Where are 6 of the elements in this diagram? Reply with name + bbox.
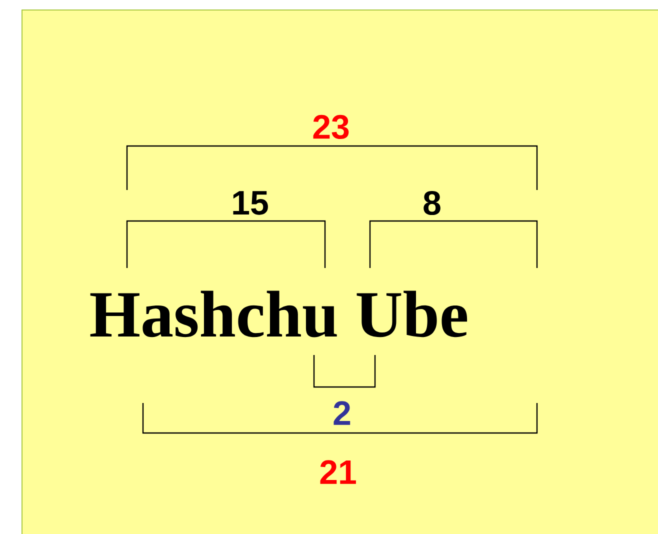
dimension-label: 8 xyxy=(424,190,440,216)
dimension-label: 2 xyxy=(334,401,350,425)
dimension-label: 15 xyxy=(233,191,268,215)
dimension-label: 21 xyxy=(320,460,356,484)
word-text: Hashchu Ube xyxy=(90,290,468,338)
dimension-label: 23 xyxy=(313,114,349,140)
